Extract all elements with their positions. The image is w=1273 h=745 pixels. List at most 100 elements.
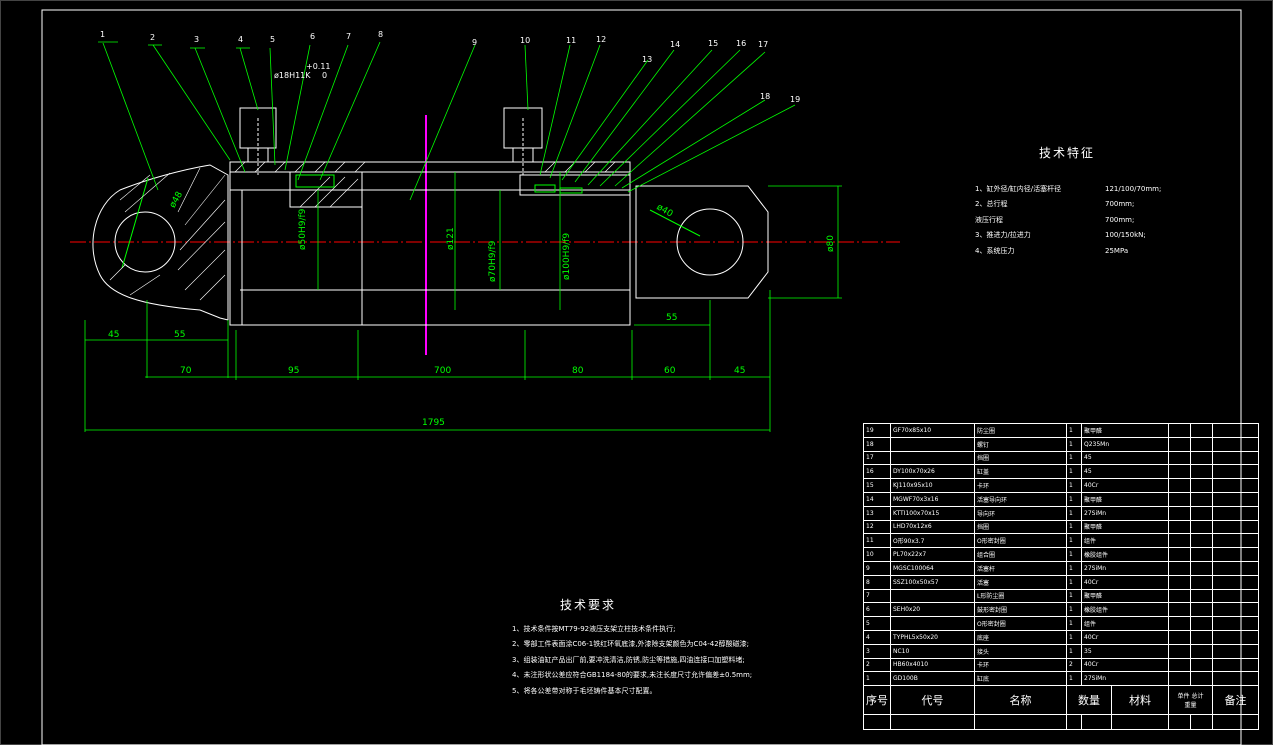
bom-cell-no: 9 <box>863 560 891 576</box>
bom-cell-no: 13 <box>863 505 891 521</box>
dim-d121: ø121 <box>446 227 456 250</box>
bom-cell-total <box>1190 491 1213 507</box>
bom-cell-material: 40Cr <box>1081 629 1169 645</box>
bom-cell-name: 组合圈 <box>974 547 1067 562</box>
technical-requirements-title: 技术要求 <box>560 598 617 612</box>
bom-cell-remark <box>1212 464 1259 480</box>
dim-d80: ø80 <box>826 235 836 252</box>
bom-cell-remark <box>1212 643 1259 659</box>
dim-80: 80 <box>572 366 584 376</box>
bom-cell-remark <box>1212 423 1259 438</box>
bom-cell-total <box>1190 436 1213 452</box>
part-label-3: 3 <box>194 35 200 44</box>
bom-cell-qty: 1 <box>1066 560 1082 576</box>
bom-cell-total <box>1190 547 1213 562</box>
bom-cell-total <box>1190 450 1213 466</box>
bom-cell-name: 缸底 <box>974 671 1067 687</box>
bom-header-qty: 数量 <box>1066 685 1112 716</box>
bom-cell-remark <box>1212 657 1259 673</box>
bom-cell-name: 活塞杆 <box>974 560 1067 576</box>
bom-cell-remark <box>1212 588 1259 604</box>
part-label-6: 6 <box>310 32 316 41</box>
spec-value: 121/100/70mm; <box>1105 184 1162 193</box>
bom-cell-name: 螺钉 <box>974 436 1067 452</box>
bom-cell-code <box>890 616 975 631</box>
bom-cell-code: TYPHL5x50x20 <box>890 629 975 645</box>
bom-cell-name: 活塞 <box>974 574 1067 590</box>
dim-total: 1795 <box>422 418 445 428</box>
bom-cell-code: MGWF70x3x16 <box>890 491 975 507</box>
bom-cell-code <box>890 436 975 452</box>
bom-cell-material: 40Cr <box>1081 478 1169 493</box>
bom-cell-code <box>890 588 975 604</box>
hydraulic-port-right <box>503 107 543 175</box>
bom-cell-material: 27SiMn <box>1081 505 1169 521</box>
part-label-5: 5 <box>270 35 276 44</box>
drawing-frame <box>41 9 1242 745</box>
technical-spec-title: 技术特征 <box>1039 146 1096 160</box>
bom-cell-unit <box>1168 533 1191 549</box>
bom-cell-code: HB60x4010 <box>890 657 975 673</box>
dim-60: 60 <box>664 366 676 376</box>
tolerance-lower: 0 <box>322 71 328 80</box>
bom-cell-total <box>1190 533 1213 549</box>
bom-cell-no: 7 <box>863 588 891 604</box>
requirement-item: 3、组装油缸产品出厂前,要冲洗清洁,防锈,防尘等措施,四油连接口加塑料堵; <box>512 655 745 664</box>
bom-cell-no: 5 <box>863 616 891 631</box>
bom-cell-qty: 1 <box>1066 602 1082 618</box>
bom-footer-cell <box>1190 714 1213 731</box>
spec-label: 2、总行程 <box>975 200 1008 208</box>
bom-cell-qty: 1 <box>1066 436 1082 452</box>
bom-cell-no: 2 <box>863 657 891 673</box>
bom-cell-unit <box>1168 588 1191 604</box>
bom-cell-material: 聚甲醛 <box>1081 519 1169 535</box>
part-label-19: 19 <box>790 95 801 104</box>
bom-cell-qty: 1 <box>1066 491 1082 507</box>
bom-cell-remark <box>1212 547 1259 562</box>
bom-cell-name: 底座 <box>974 629 1067 645</box>
part-label-9: 9 <box>472 38 478 47</box>
bom-cell-remark <box>1212 491 1259 507</box>
bom-cell-qty: 2 <box>1066 657 1082 673</box>
dim-55-left: 55 <box>174 330 186 340</box>
bom-cell-material: 橡胶组件 <box>1081 547 1169 562</box>
bom-cell-code: O形90x3.7 <box>890 533 975 549</box>
bom-cell-unit <box>1168 671 1191 687</box>
bom-cell-no: 17 <box>863 450 891 466</box>
leader-lines <box>98 41 796 201</box>
part-label-11: 11 <box>566 36 577 45</box>
bom-cell-remark <box>1212 519 1259 535</box>
bom-cell-total <box>1190 519 1213 535</box>
bom-footer-row <box>863 714 1259 731</box>
part-label-18: 18 <box>760 92 771 101</box>
bom-cell-unit <box>1168 616 1191 631</box>
bom-cell-no: 19 <box>863 423 891 438</box>
bom-cell-unit <box>1168 450 1191 466</box>
bom-cell-unit <box>1168 436 1191 452</box>
bom-cell-material: 40Cr <box>1081 574 1169 590</box>
bom-header-code: 代号 <box>890 685 975 716</box>
bom-cell-total <box>1190 464 1213 480</box>
body-hatch <box>234 161 616 208</box>
dim-d70: ø70H9/f9 <box>488 240 498 282</box>
bom-cell-unit <box>1168 478 1191 493</box>
part-label-7: 7 <box>346 32 352 41</box>
bom-cell-total <box>1190 478 1213 493</box>
bom-cell-unit <box>1168 547 1191 562</box>
bom-footer-cell <box>1212 714 1259 731</box>
bom-cell-material: 27SiMn <box>1081 671 1169 687</box>
bom-cell-material: 27SiMn <box>1081 560 1169 576</box>
bom-cell-material: Q235Mn <box>1081 436 1169 452</box>
bom-cell-no: 15 <box>863 478 891 493</box>
bom-cell-name: 活塞导向环 <box>974 491 1067 507</box>
bom-cell-no: 11 <box>863 533 891 549</box>
part-label-12: 12 <box>596 35 607 44</box>
bom-cell-total <box>1190 629 1213 645</box>
bom-cell-name: 导向环 <box>974 505 1067 521</box>
bom-cell-unit <box>1168 491 1191 507</box>
